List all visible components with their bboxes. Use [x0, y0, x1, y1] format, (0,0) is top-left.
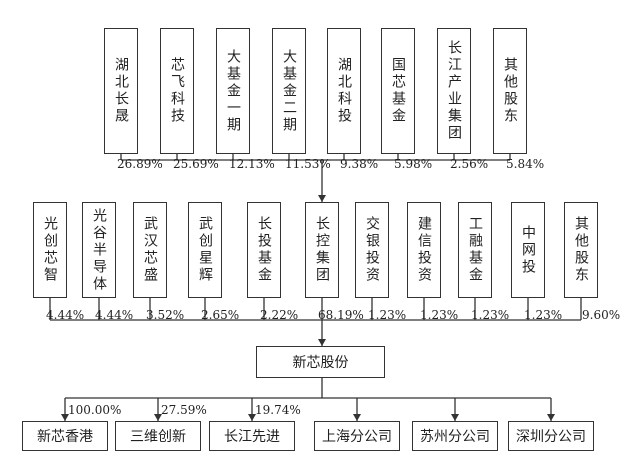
middle-shareholder-box-label: 建信投资	[416, 216, 432, 284]
top-percent-label: 5.84%	[506, 157, 545, 171]
middle-shareholder-box: 其他股东	[564, 202, 598, 298]
middle-shareholder-box: 工融基金	[458, 202, 492, 298]
subsidiary-box: 苏州分公司	[412, 421, 498, 451]
middle-shareholder-box: 武创星辉	[188, 202, 222, 298]
top-shareholder-box: 长江产业集团	[437, 28, 471, 154]
top-shareholder-box: 大基金二期	[272, 28, 306, 154]
subsidiary-box: 深圳分公司	[508, 421, 594, 451]
subsidiary-percent-label: 27.59%	[161, 403, 207, 417]
subsidiary-box: 长江先进	[209, 421, 295, 451]
top-shareholder-box-label: 湖北长晟	[113, 57, 129, 125]
middle-shareholder-box-label: 光谷半导体	[91, 207, 107, 293]
top-shareholder-box-label: 芯飞科技	[169, 57, 185, 125]
middle-shareholder-box: 光谷半导体	[82, 202, 116, 298]
middle-shareholder-box-label: 工融基金	[467, 216, 483, 284]
arrow-head	[154, 414, 162, 421]
middle-shareholder-box: 武汉芯盛	[133, 202, 167, 298]
top-shareholder-box-label: 其他股东	[502, 57, 518, 125]
arrow-head	[451, 414, 459, 421]
middle-percent-label: 3.52%	[146, 308, 185, 322]
subsidiary-box-label: 新芯香港	[37, 429, 93, 445]
subsidiary-box: 上海分公司	[314, 421, 400, 451]
top-shareholder-box: 其他股东	[493, 28, 527, 154]
subsidiary-box-label: 深圳分公司	[516, 429, 586, 445]
arrow-head	[318, 339, 326, 346]
arrow-head	[248, 414, 256, 421]
top-percent-label: 9.38%	[340, 157, 379, 171]
middle-shareholder-box-label: 光创芯智	[42, 216, 58, 284]
middle-shareholder-box-label: 中网投	[520, 224, 536, 276]
middle-shareholder-box: 中网投	[511, 202, 545, 298]
top-percent-label: 11.53%	[285, 157, 331, 171]
middle-shareholder-box-label: 武创星辉	[197, 216, 213, 284]
company-box-label: 新芯股份	[292, 355, 349, 371]
top-shareholder-box-label: 大基金二期	[281, 48, 297, 134]
top-shareholder-box-label: 大基金一期	[225, 48, 241, 134]
arrow-head	[318, 195, 326, 202]
middle-shareholder-box-label: 武汉芯盛	[142, 216, 158, 284]
top-percent-label: 5.98%	[394, 157, 433, 171]
subsidiary-box-label: 长江先进	[224, 429, 280, 445]
top-shareholder-box: 国芯基金	[381, 28, 415, 154]
company-box: 新芯股份	[256, 346, 385, 378]
subsidiary-box: 三维创新	[115, 421, 201, 451]
middle-percent-label: 1.23%	[471, 308, 510, 322]
middle-percent-label: 1.23%	[420, 308, 459, 322]
middle-percent-label: 1.23%	[368, 308, 407, 322]
subsidiary-box-label: 苏州分公司	[420, 429, 490, 445]
arrow-head	[353, 414, 361, 421]
middle-shareholder-box: 光创芯智	[33, 202, 67, 298]
arrow-head	[61, 414, 69, 421]
middle-shareholder-box: 建信投资	[407, 202, 441, 298]
top-percent-label: 26.89%	[117, 157, 163, 171]
subsidiary-box: 新芯香港	[22, 421, 108, 451]
arrow-head	[547, 414, 555, 421]
subsidiary-percent-label: 19.74%	[255, 403, 301, 417]
top-shareholder-box-label: 长江产业集团	[446, 40, 462, 142]
middle-shareholder-box: 长控集团	[305, 202, 339, 298]
top-percent-label: 25.69%	[173, 157, 219, 171]
middle-shareholder-box-label: 长投基金	[256, 216, 272, 284]
top-shareholder-box-label: 国芯基金	[390, 57, 406, 125]
top-shareholder-box: 大基金一期	[216, 28, 250, 154]
middle-percent-label: 68.19%	[318, 308, 364, 322]
subsidiary-percent-label: 100.00%	[68, 403, 122, 417]
middle-shareholder-box: 长投基金	[247, 202, 281, 298]
subsidiary-box-label: 上海分公司	[322, 429, 392, 445]
middle-percent-label: 1.23%	[524, 308, 563, 322]
top-percent-label: 2.56%	[450, 157, 489, 171]
middle-percent-label: 2.22%	[260, 308, 299, 322]
middle-shareholder-box-label: 长控集团	[314, 216, 330, 284]
middle-percent-label: 4.44%	[95, 308, 134, 322]
middle-shareholder-box-label: 交银投资	[364, 216, 380, 284]
top-percent-label: 12.13%	[229, 157, 275, 171]
middle-percent-label: 2.65%	[201, 308, 240, 322]
middle-percent-label: 4.44%	[46, 308, 85, 322]
top-shareholder-box-label: 湖北科投	[336, 57, 352, 125]
subsidiary-box-label: 三维创新	[130, 429, 186, 445]
middle-shareholder-box-label: 其他股东	[573, 216, 589, 284]
middle-percent-label: 9.60%	[582, 308, 621, 322]
top-shareholder-box: 湖北科投	[327, 28, 361, 154]
middle-shareholder-box: 交银投资	[355, 202, 389, 298]
top-shareholder-box: 湖北长晟	[104, 28, 138, 154]
top-shareholder-box: 芯飞科技	[160, 28, 194, 154]
